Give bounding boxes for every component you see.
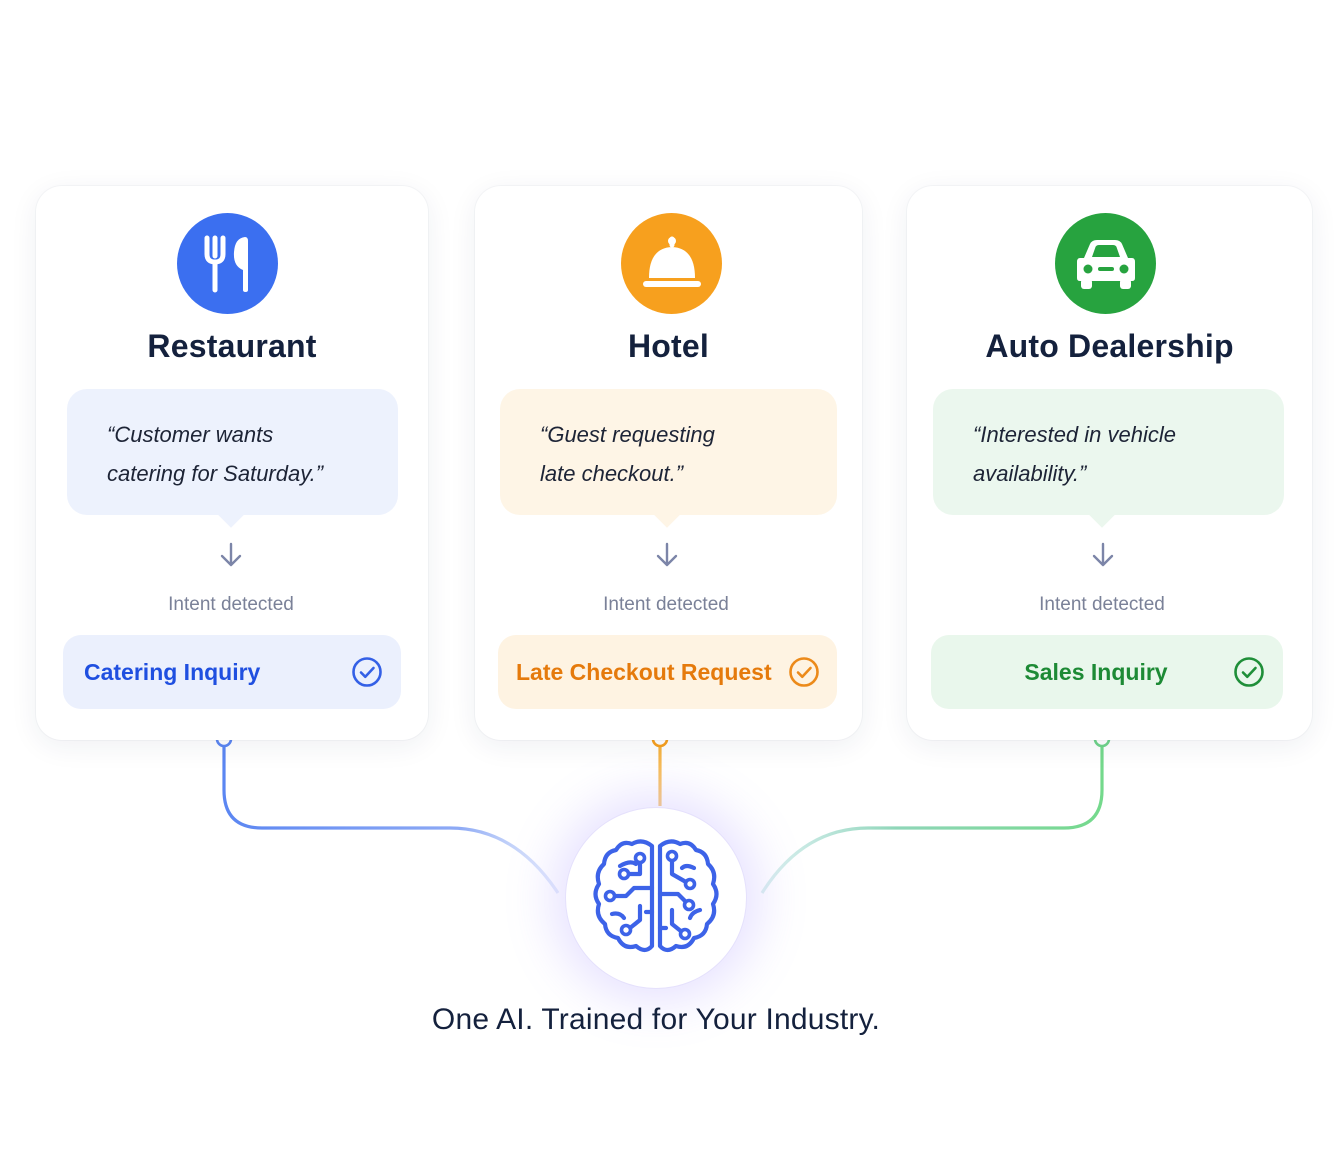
intent-result-hotel: Late Checkout Request xyxy=(498,635,837,709)
tagline: One AI. Trained for Your Industry. xyxy=(431,1003,881,1036)
intent-result-text: Late Checkout Request xyxy=(516,658,772,685)
bell-icon xyxy=(642,236,701,287)
fork-knife-icon xyxy=(204,235,248,292)
car-icon xyxy=(1076,239,1135,289)
card-title-restaurant: Restaurant xyxy=(147,328,317,364)
arrow-down-icon xyxy=(656,542,678,567)
quote-line: “Customer wants xyxy=(107,422,274,447)
card-restaurant: Restaurant “Customer wants catering for … xyxy=(36,186,428,740)
card-title-auto-dealership: Auto Dealership xyxy=(985,328,1234,364)
auto-icon-badge xyxy=(1055,213,1156,314)
brain-circuit-icon xyxy=(593,839,719,953)
quote-line: “Interested in vehicle xyxy=(973,422,1176,447)
quote-line: availability.” xyxy=(973,461,1087,486)
check-circle-icon xyxy=(352,657,382,687)
connector-restaurant xyxy=(222,746,560,894)
card-title-hotel: Hotel xyxy=(628,328,709,364)
quote-line: catering for Saturday.” xyxy=(107,461,324,486)
check-circle-icon xyxy=(789,657,819,687)
quote-line: late checkout.” xyxy=(540,461,684,486)
connector-auto xyxy=(760,746,1104,894)
intent-label: Intent detected xyxy=(603,594,729,615)
intent-label: Intent detected xyxy=(1039,594,1165,615)
intent-result-text: Sales Inquiry xyxy=(1024,658,1168,685)
quote-bubble-auto: “Interested in vehicle availability.” xyxy=(933,389,1284,528)
intent-label: Intent detected xyxy=(168,594,294,615)
intent-result-restaurant: Catering Inquiry xyxy=(63,635,401,709)
intent-result-text: Catering Inquiry xyxy=(84,658,261,685)
hotel-icon-badge xyxy=(621,213,722,314)
bubble-tail xyxy=(218,502,244,528)
bubble-tail xyxy=(1089,502,1115,528)
arrow-down-icon xyxy=(220,542,242,567)
quote-bubble-hotel: “Guest requesting late checkout.” xyxy=(500,389,837,528)
card-auto-dealership: Auto Dealership “Interested in vehicle a… xyxy=(907,186,1312,740)
bubble-tail xyxy=(654,502,680,528)
intent-result-auto: Sales Inquiry xyxy=(931,635,1283,709)
arrow-down-icon xyxy=(1092,542,1114,567)
check-circle-icon xyxy=(1234,657,1264,687)
ai-brain-hub xyxy=(566,808,746,988)
quote-bubble-restaurant: “Customer wants catering for Saturday.” xyxy=(67,389,398,528)
restaurant-icon-badge xyxy=(177,213,278,314)
quote-line: “Guest requesting xyxy=(540,422,715,447)
card-hotel: Hotel “Guest requesting late checkout.” … xyxy=(475,186,862,740)
